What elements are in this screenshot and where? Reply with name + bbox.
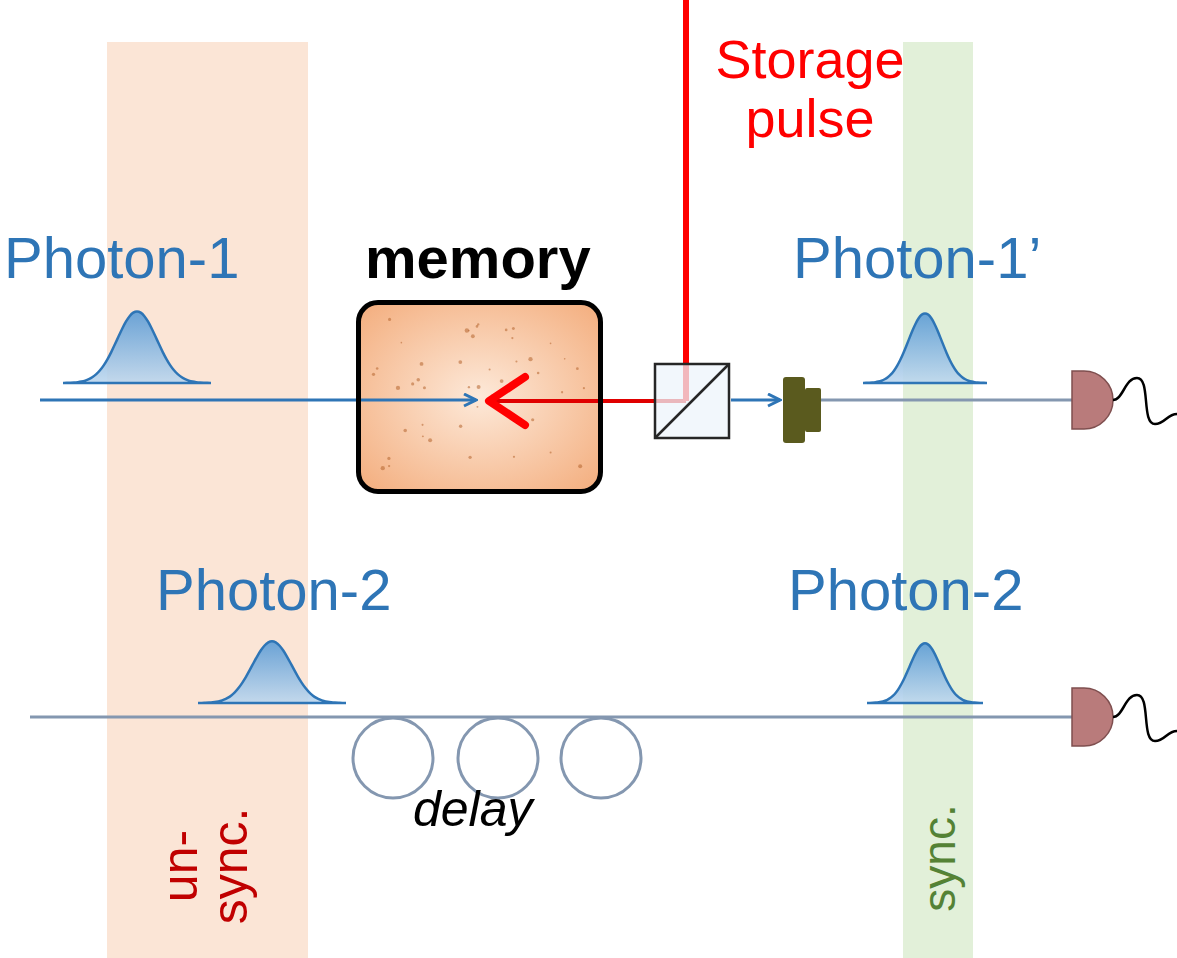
atom-dot <box>422 435 424 437</box>
output-beam <box>731 399 780 402</box>
fiber-coupler <box>783 377 821 443</box>
atom-dot <box>578 464 582 468</box>
beam-splitter <box>655 364 729 438</box>
beam-splitter <box>655 364 729 438</box>
atom-dot <box>381 466 385 470</box>
atom-dot <box>531 418 534 421</box>
band-label: un-sync. <box>155 802 255 930</box>
fiber <box>30 716 1074 719</box>
atom-dot <box>477 385 481 389</box>
atom-dot <box>576 367 579 370</box>
photon-pulses <box>63 311 987 703</box>
atom-dot <box>528 357 532 361</box>
atom-dot <box>500 379 504 383</box>
photon-label: Photon-1 <box>4 226 239 290</box>
photon-label: Photon-2 <box>788 558 1023 622</box>
storage-chevron <box>489 377 525 425</box>
photon-pulse <box>198 641 346 703</box>
detector <box>1072 688 1113 746</box>
unsync-band: un-sync. <box>107 42 308 958</box>
storage-label: Storage pulse <box>696 30 924 149</box>
atom-dot <box>401 342 403 344</box>
atom-dot <box>465 328 469 332</box>
atom-dot <box>459 425 462 428</box>
fiber-coupler <box>783 377 805 443</box>
atom-dot <box>403 429 407 433</box>
fiber-coupler <box>805 388 821 432</box>
memory-box: memory <box>356 300 603 494</box>
atom-dot <box>515 360 517 362</box>
photon-pulse <box>63 311 211 383</box>
storage-pulse-line <box>683 0 689 401</box>
atom-dot <box>387 457 390 460</box>
box-heading: memory <box>365 229 591 287</box>
atom-dot <box>376 367 379 370</box>
atom-dot <box>396 386 400 390</box>
atom-dot <box>489 369 491 371</box>
atom-dot <box>471 334 475 338</box>
atom-dot <box>428 438 432 442</box>
atom-dot <box>550 452 552 454</box>
atom-dot <box>550 342 552 344</box>
atom-dot <box>372 373 375 376</box>
band-label: sync. <box>915 804 961 911</box>
photon-label: Photon-2 <box>156 558 391 622</box>
beam-splitter <box>655 364 729 438</box>
detector <box>1113 378 1177 424</box>
atom-dot <box>512 327 515 330</box>
atom-dot <box>422 424 424 426</box>
atom-dot <box>511 337 513 339</box>
atom-dot <box>420 362 424 366</box>
atom-dot <box>564 358 566 360</box>
atom-dot <box>505 329 508 332</box>
photon-label: Photon-1’ <box>793 226 1041 290</box>
band-fill <box>107 42 973 958</box>
delay-label: delay <box>413 782 533 837</box>
detector <box>1072 688 1177 746</box>
atom-dot <box>537 372 540 375</box>
delay-loops <box>561 718 641 798</box>
atom-dot <box>388 318 391 321</box>
atom-dot <box>423 386 426 389</box>
atom-dot <box>513 456 515 458</box>
atom-dot <box>583 387 585 389</box>
lower-line <box>30 688 1177 798</box>
photon-pulse <box>863 313 987 383</box>
upper-beam <box>40 0 1177 443</box>
sync-band: sync. <box>903 42 973 958</box>
atom-dot <box>468 456 471 459</box>
detector <box>1072 371 1113 429</box>
atom-dot <box>476 325 479 328</box>
atom-dot <box>468 386 470 388</box>
photon-pulse <box>867 643 983 703</box>
band-fill <box>107 42 308 958</box>
detector <box>1072 371 1177 429</box>
fiber <box>821 399 1074 402</box>
atom-dot <box>388 465 390 467</box>
atom-dot <box>416 378 420 382</box>
atom-dot <box>411 382 414 385</box>
input-beam <box>40 399 476 402</box>
band-fill <box>903 42 973 958</box>
atom-dot <box>458 360 462 364</box>
detector <box>1113 695 1177 741</box>
